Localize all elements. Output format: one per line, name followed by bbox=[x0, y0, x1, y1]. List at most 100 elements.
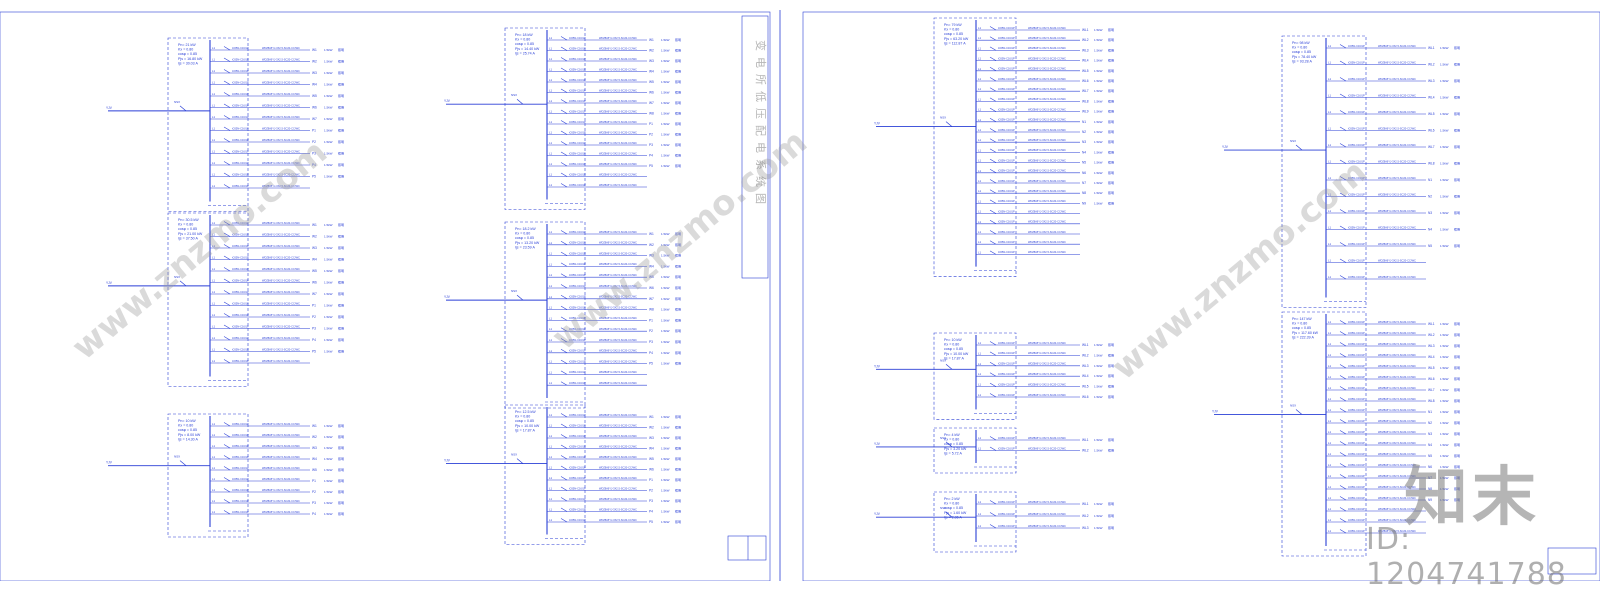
circuit-use: 照明 bbox=[338, 152, 344, 156]
cable-spec: WDZB-BYJ-3X2.5-SC20-CC/WC bbox=[599, 284, 637, 288]
breaker-rating: iC65N-C16/1P bbox=[232, 184, 249, 188]
breaker-symbol bbox=[1339, 126, 1347, 131]
breaker-rating: iC65N-C16/1P bbox=[569, 305, 586, 309]
phase-label: L1 bbox=[549, 262, 553, 266]
breaker-symbol bbox=[1339, 408, 1347, 413]
breaker-rating: iC65N-C16/1P bbox=[998, 118, 1015, 122]
breaker-symbol bbox=[1339, 364, 1347, 369]
incoming-cable-label: YJV bbox=[874, 122, 881, 126]
circuit-load: 1.5kW bbox=[324, 258, 333, 262]
circuit-use: 照明 bbox=[1108, 38, 1114, 42]
breaker-symbol bbox=[223, 347, 231, 352]
breaker-symbol bbox=[1339, 320, 1347, 325]
breaker-rating: iC65N-C16/1P bbox=[998, 128, 1015, 132]
cable-spec: WDZB-BYJ-3X2.5-SC20-CC/WC bbox=[1028, 446, 1066, 450]
circuit-load: 1.5kW bbox=[1094, 385, 1103, 389]
breaker-rating: iC65N-C16/1P bbox=[232, 149, 249, 153]
breaker-symbol bbox=[1339, 430, 1347, 435]
circuit-id: WL2 bbox=[1082, 449, 1089, 453]
circuit-id: W7 bbox=[649, 101, 654, 105]
cable-spec: WDZB-BYJ-3X2.5-SC20-CC/WC bbox=[599, 338, 637, 342]
breaker-rating: iC65N-C16/1P bbox=[569, 507, 586, 511]
breaker-rating: iC65N-C16/1P bbox=[232, 255, 249, 259]
phase-label: L1 bbox=[549, 445, 553, 449]
cable-spec: WDZB-BYJ-3X2.5-SC20-CC/WC bbox=[262, 477, 300, 481]
breaker-symbol bbox=[560, 151, 568, 156]
main-breaker-symbol bbox=[945, 441, 953, 448]
circuit-id: N8 bbox=[1428, 487, 1432, 491]
breaker-symbol bbox=[1339, 77, 1347, 82]
phase-label: L1 bbox=[978, 77, 982, 81]
phase-label: L1 bbox=[212, 359, 216, 363]
phase-label: L1 bbox=[978, 447, 982, 451]
circuit-use: 照明 bbox=[1108, 120, 1114, 124]
breaker-symbol bbox=[1339, 159, 1347, 164]
breaker-symbol bbox=[560, 327, 568, 332]
circuit-load: 1.5kW bbox=[1440, 377, 1449, 381]
breaker-rating: iC65N-C16/1P bbox=[569, 486, 586, 490]
circuit-use: 照明 bbox=[1108, 140, 1114, 144]
cable-spec: WDZB-BYJ-3X2.5-SC20-CC/WC bbox=[1378, 529, 1416, 533]
circuit-use: 照明 bbox=[1108, 374, 1114, 378]
breaker-symbol bbox=[1339, 518, 1347, 523]
circuit-load: 1.5kW bbox=[1440, 46, 1449, 50]
breaker-symbol bbox=[560, 359, 568, 364]
circuit-load: 1.5kW bbox=[1440, 465, 1449, 469]
breaker-rating: iC65N-C16/1P bbox=[232, 69, 249, 73]
circuit-load: 1.5kW bbox=[661, 318, 670, 322]
phase-label: L1 bbox=[1328, 518, 1332, 522]
circuit-load: 1.5kW bbox=[324, 140, 333, 144]
phase-label: L1 bbox=[978, 250, 982, 254]
circuit-id: P2 bbox=[649, 489, 653, 493]
cable-spec: WDZB-BYJ-3X2.5-SC20-CC/WC bbox=[599, 57, 637, 61]
circuit-load: 1.5kW bbox=[1094, 343, 1103, 347]
phase-label: L1 bbox=[549, 57, 553, 61]
circuit-id: WL6 bbox=[1082, 395, 1089, 399]
circuit-load: 1.5kW bbox=[1440, 211, 1449, 215]
main-breaker-symbol bbox=[945, 121, 953, 127]
breaker-rating: iC65N-C16/1P bbox=[232, 313, 249, 317]
phase-label: L1 bbox=[212, 422, 216, 426]
cable-spec: WDZB-BYJ-3X2.5-SC20-CC/WC bbox=[599, 99, 637, 103]
phase-label: L1 bbox=[978, 46, 982, 50]
circuit-id: W7 bbox=[649, 297, 654, 301]
circuit-load: 1.5kW bbox=[324, 457, 333, 461]
breaker-rating: iC65N-C16/1P bbox=[569, 497, 586, 501]
breaker-symbol bbox=[223, 433, 231, 438]
breaker-rating: iC65N-C16/1P bbox=[232, 336, 249, 340]
breaker-rating: iC65N-C16/1P bbox=[232, 161, 249, 165]
breaker-rating: iC65N-C16/1P bbox=[232, 232, 249, 236]
breaker-symbol bbox=[223, 510, 231, 515]
cable-spec: WDZB-BYJ-3X2.5-SC20-CC/WC bbox=[599, 305, 637, 309]
circuit-use: 照明 bbox=[1454, 96, 1460, 100]
breaker-symbol bbox=[989, 351, 997, 356]
breaker-rating: iC65N-C16/1P bbox=[1348, 143, 1365, 147]
cable-spec: WDZB-BYJ-3X2.5-SC20-CC/WC bbox=[599, 327, 637, 331]
main-breaker-label: NSX bbox=[511, 289, 517, 293]
circuit-use: 照明 bbox=[1108, 526, 1114, 530]
phase-label: L1 bbox=[212, 290, 216, 294]
cable-spec: WDZB-BYJ-3X2.5-SC20-CC/WC bbox=[1378, 419, 1416, 423]
cable-spec: WDZB-BYJ-3X2.5-SC20-CC/WC bbox=[599, 36, 637, 40]
breaker-rating: iC65N-C16/1P bbox=[1348, 507, 1365, 511]
main-breaker-symbol bbox=[179, 280, 187, 287]
phase-label: L1 bbox=[978, 524, 982, 528]
circuit-use: 照明 bbox=[1108, 99, 1114, 103]
cable-spec: WDZB-BYJ-3X2.5-SC20-CC/WC bbox=[599, 120, 637, 124]
cable-spec: WDZB-BYJ-3X2.5-SC20-CC/WC bbox=[262, 290, 300, 294]
breaker-symbol bbox=[989, 393, 997, 398]
phase-label: L1 bbox=[549, 518, 553, 522]
circuit-load: 1.5kW bbox=[1094, 438, 1103, 442]
circuit-load: 1.5kW bbox=[661, 520, 670, 524]
phase-label: L1 bbox=[549, 413, 553, 417]
circuit-id: P2 bbox=[649, 133, 653, 137]
breaker-rating: iC65N-C16/1P bbox=[998, 393, 1015, 397]
circuit-use: 照明 bbox=[1454, 399, 1460, 403]
circuit-load: 1.5kW bbox=[1094, 364, 1103, 368]
circuit-id: WL6 bbox=[1428, 377, 1435, 381]
circuit-use: 照明 bbox=[338, 269, 344, 273]
phase-label: L1 bbox=[212, 325, 216, 329]
breaker-symbol bbox=[560, 230, 568, 235]
cable-spec: WDZB-BYJ-3X2.5-SC20-CC/WC bbox=[599, 130, 637, 134]
circuit-use: 照明 bbox=[1108, 110, 1114, 114]
